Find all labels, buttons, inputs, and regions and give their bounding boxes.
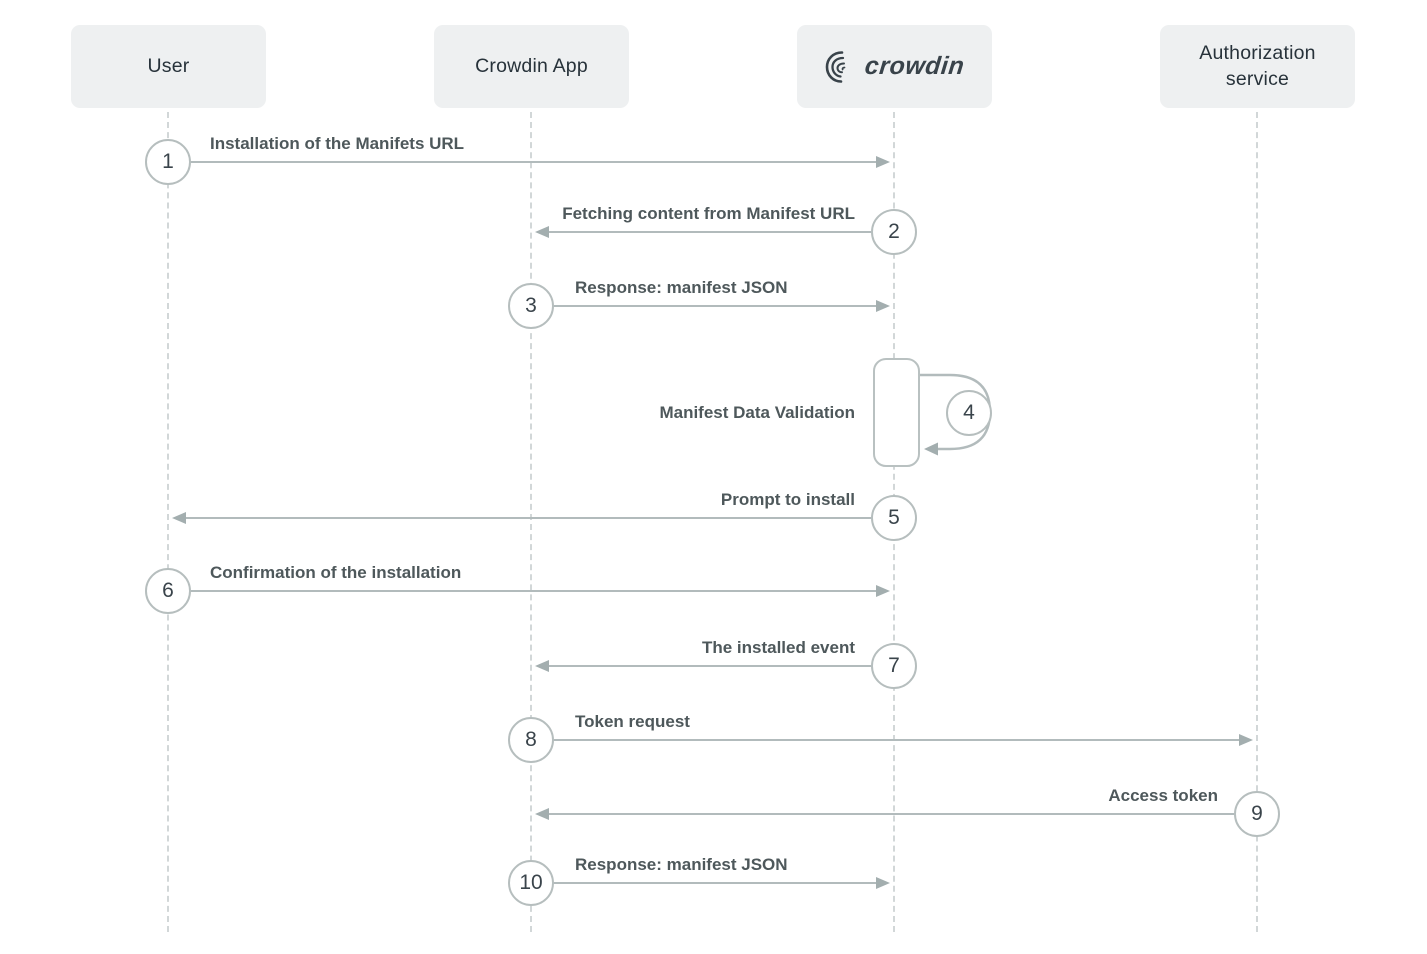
message-8-number: 8	[525, 728, 537, 751]
message-7-arrowhead-icon	[535, 660, 549, 672]
message-4-activation-box	[873, 358, 920, 467]
message-8-label: Token request	[575, 712, 690, 731]
message-3-arrowhead-icon	[876, 300, 890, 312]
message-5-line	[185, 517, 894, 519]
message-10-line	[531, 882, 877, 884]
actor-crowdin-app-label: Crowdin App	[475, 54, 588, 77]
message-3-label: Response: manifest JSON	[575, 278, 788, 297]
message-2-label: Fetching content from Manifest URL	[562, 204, 855, 223]
message-7-label: The installed event	[701, 638, 855, 657]
lifeline-crowdin-app	[530, 112, 532, 932]
message-4-number: 4	[963, 401, 975, 424]
message-6-arrowhead-icon	[876, 585, 890, 597]
message-1-label: Installation of the Manifets URL	[210, 134, 465, 153]
message-9-line	[548, 813, 1257, 815]
message-3-line	[531, 305, 877, 307]
crowdin-logo: crowdin	[824, 50, 967, 84]
message-8-arrowhead-icon	[1239, 734, 1253, 746]
message-4-arrowhead-icon	[924, 442, 938, 456]
message-7-number: 7	[888, 654, 900, 677]
message-1-line	[168, 161, 877, 163]
message-8-line	[531, 739, 1240, 741]
message-9-step-circle: 9	[1234, 791, 1280, 837]
message-5-label: Prompt to install	[720, 490, 855, 509]
actor-user-label: User	[147, 54, 190, 77]
message-9-number: 9	[1251, 802, 1263, 825]
message-5-arrowhead-icon	[172, 512, 186, 524]
crowdin-bird-icon	[826, 50, 846, 83]
actor-authorization-service-label: Authorization service	[1199, 42, 1316, 90]
message-5-number: 5	[888, 506, 900, 529]
message-6-label: Confirmation of the installation	[210, 563, 462, 582]
message-5-step-circle: 5	[871, 495, 917, 541]
message-1-step-circle: 1	[145, 139, 191, 185]
message-6-number: 6	[162, 579, 174, 602]
message-3-number: 3	[525, 294, 537, 317]
actor-crowdin-app: Crowdin App	[434, 25, 629, 108]
message-6-line	[168, 590, 877, 592]
message-8-step-circle: 8	[508, 717, 554, 763]
message-1-arrowhead-icon	[876, 156, 890, 168]
message-9-label: Access token	[1108, 786, 1218, 805]
message-7-line	[548, 665, 894, 667]
message-4-label: Manifest Data Validation	[659, 403, 855, 422]
message-7-step-circle: 7	[871, 643, 917, 689]
lifeline-user	[167, 112, 169, 932]
actor-crowdin: crowdin	[797, 25, 992, 108]
message-9-arrowhead-icon	[535, 808, 549, 820]
message-2-arrowhead-icon	[535, 226, 549, 238]
message-3-step-circle: 3	[508, 283, 554, 329]
message-2-line	[548, 231, 894, 233]
message-4-step-circle: 4	[946, 390, 992, 436]
message-10-label: Response: manifest JSON	[575, 855, 788, 874]
lifeline-authorization-service	[1256, 112, 1258, 932]
message-10-number: 10	[519, 871, 543, 894]
message-10-arrowhead-icon	[876, 877, 890, 889]
message-10-step-circle: 10	[508, 860, 554, 906]
message-2-step-circle: 2	[871, 209, 917, 255]
message-1-number: 1	[162, 150, 174, 173]
message-6-step-circle: 6	[145, 568, 191, 614]
crowdin-logo-text: crowdin	[863, 52, 967, 81]
message-2-number: 2	[888, 220, 900, 243]
actor-authorization-service: Authorization service	[1160, 25, 1355, 108]
actor-user: User	[71, 25, 266, 108]
